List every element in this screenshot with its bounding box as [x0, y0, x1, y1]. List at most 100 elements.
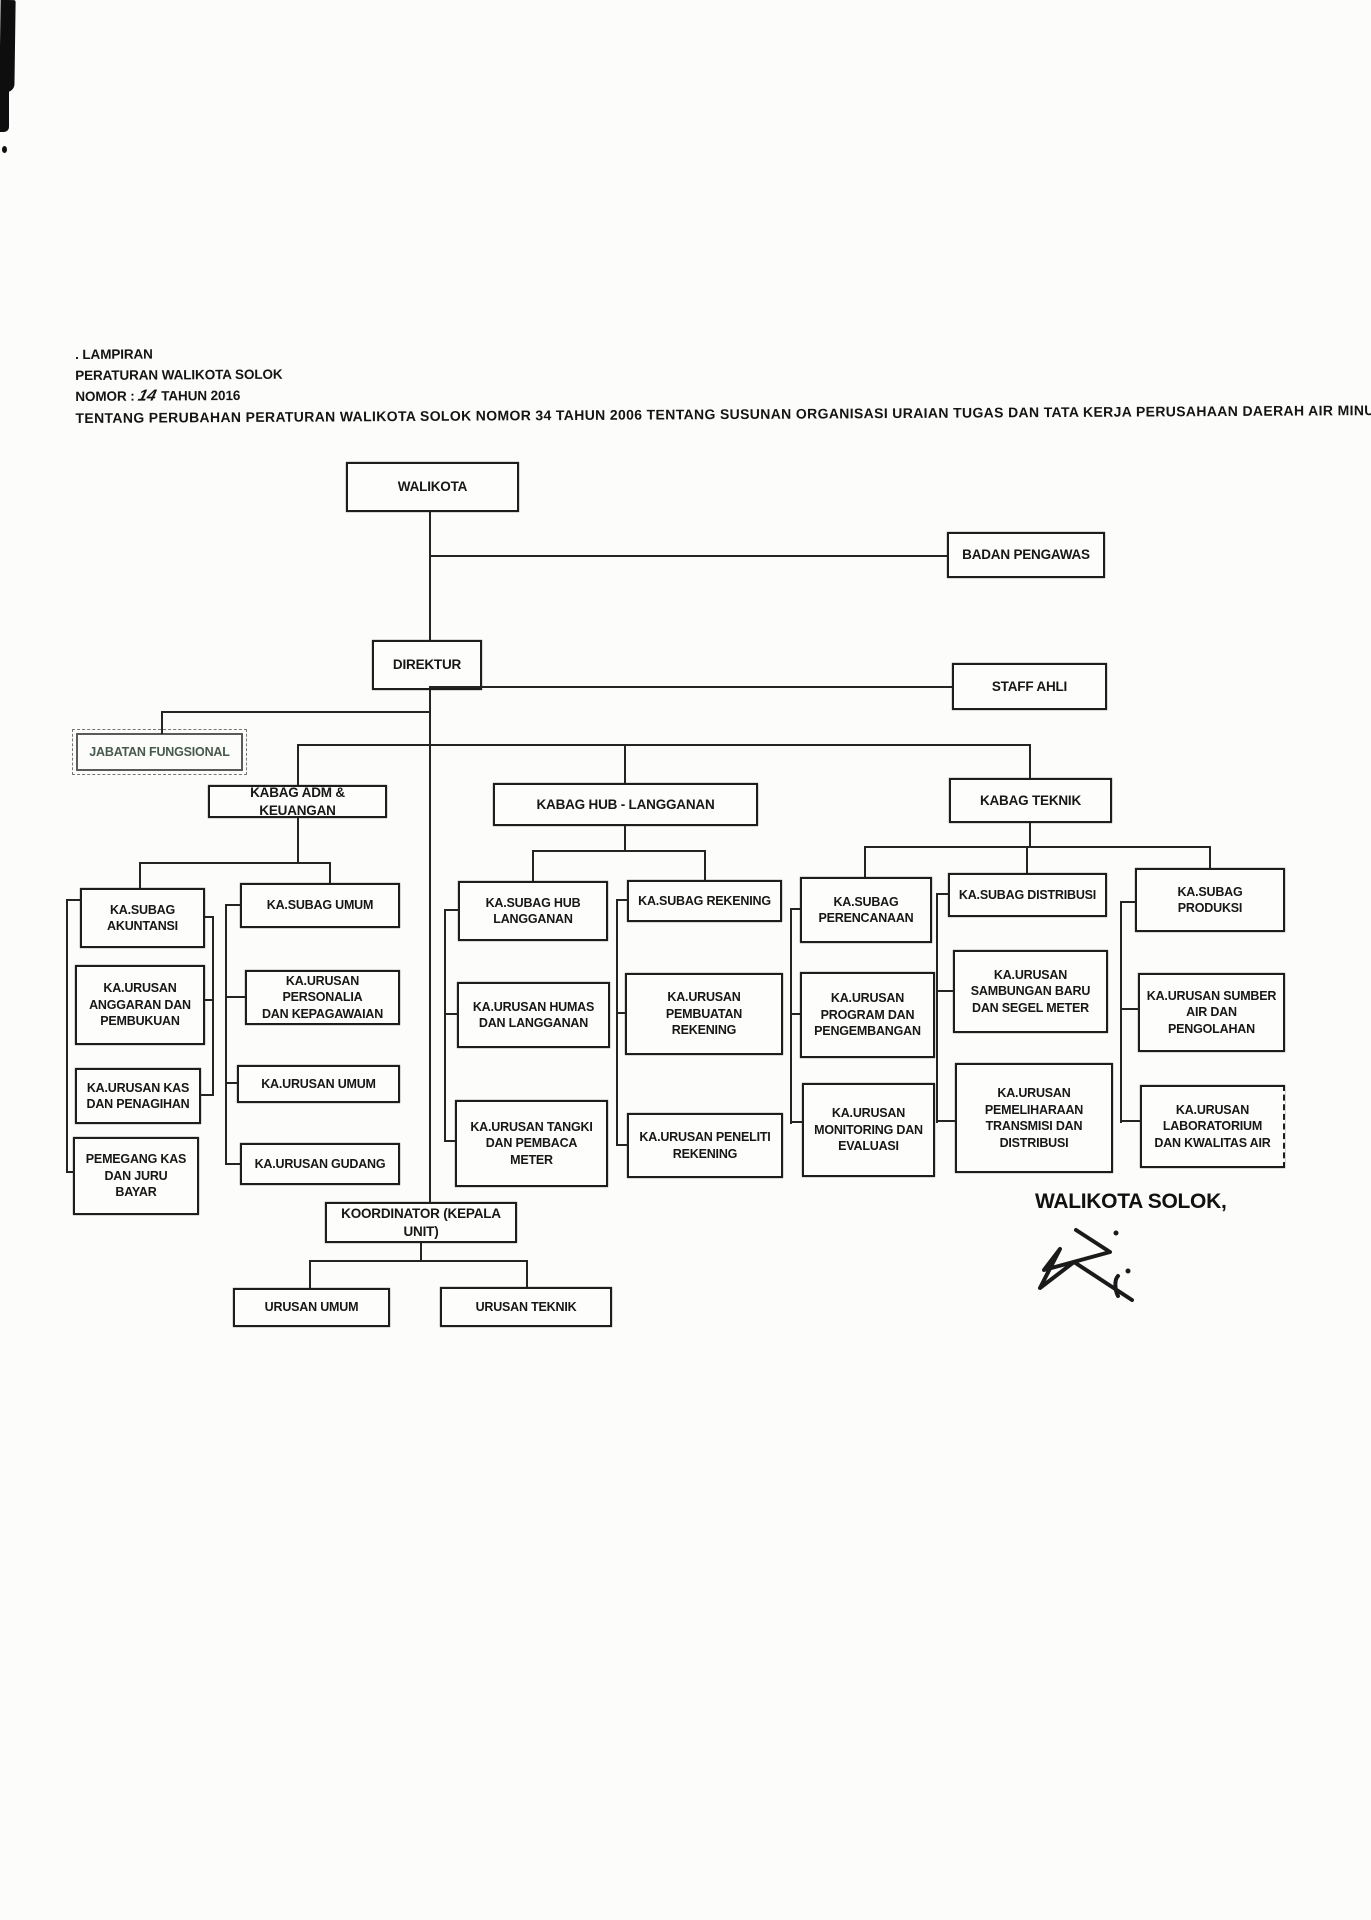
connector-line [1120, 901, 1122, 1123]
org-node-pemegang-kas-dan-juru-bayar: PEMEGANG KAS DAN JURU BAYAR [73, 1137, 199, 1215]
connector-line [526, 1260, 528, 1287]
connector-line [704, 850, 706, 880]
connector-line [329, 862, 331, 883]
connector-line [161, 711, 163, 734]
connector-line [226, 996, 246, 998]
connector-line [445, 1013, 458, 1015]
connector-line [297, 744, 1030, 746]
org-node-kaurusan-monitoring: KA.URUSAN MONITORING DAN EVALUASI [802, 1083, 935, 1177]
nomor-suffix: TAHUN 2016 [161, 387, 241, 404]
connector-line [1026, 846, 1028, 873]
connector-line [205, 999, 214, 1001]
org-node-staff-ahli: STAFF AHLI [952, 663, 1107, 710]
connector-line [864, 846, 1210, 848]
signature-scribble [1038, 1228, 1134, 1302]
org-node-kasubag-produksi: KA.SUBAG PRODUKSI [1135, 868, 1285, 932]
connector-line [444, 909, 446, 1142]
connector-line [532, 850, 705, 852]
connector-line [937, 1120, 956, 1122]
org-node-kaurusan-umum: KA.URUSAN UMUM [237, 1065, 400, 1103]
org-node-kaurusan-kas-dan-penagihan: KA.URUSAN KAS DAN PENAGIHAN [75, 1068, 201, 1124]
connector-line [1029, 744, 1031, 778]
org-node-kasubag-hub-langganan: KA.SUBAG HUB LANGGANAN [458, 881, 608, 941]
connector-line [864, 846, 866, 877]
connector-line [1209, 846, 1211, 868]
org-node-kaurusan-pembuatan-rekening: KA.URUSAN PEMBUATAN REKENING [625, 973, 783, 1055]
org-node-kaurusan-laboratorium: KA.URUSAN LABORATORIUM DAN KWALITAS AIR [1140, 1085, 1285, 1168]
scan-edge-artifact [0, 0, 16, 93]
org-node-kasubag-distribusi: KA.SUBAG DISTRIBUSI [948, 873, 1107, 917]
connector-line [1121, 901, 1136, 903]
connector-line [139, 862, 141, 888]
nomor-prefix: NOMOR : [75, 388, 135, 404]
connector-line [200, 1094, 214, 1096]
connector-line [139, 862, 331, 864]
org-node-kasubag-perencanaan: KA.SUBAG PERENCANAAN [800, 877, 932, 943]
connector-line [429, 686, 952, 688]
org-node-kaurusan-anggaran-dan-pembukuan: KA.URUSAN ANGGARAN DAN PEMBUKUAN [75, 965, 205, 1045]
connector-line [205, 916, 214, 918]
connector-line [297, 818, 299, 864]
org-node-kabag-hub-langganan: KABAG HUB - LANGGANAN [493, 783, 758, 826]
connector-line [791, 1121, 803, 1123]
document-header: . LAMPIRAN PERATURAN WALIKOTA SOLOK NOMO… [75, 336, 1371, 429]
org-node-kaurusan-humas: KA.URUSAN HUMAS DAN LANGGANAN [457, 982, 610, 1048]
connector-line [937, 990, 954, 992]
org-node-walikota: WALIKOTA [346, 462, 519, 512]
connector-line [226, 1082, 238, 1084]
connector-line [790, 908, 792, 1124]
connector-line [420, 1243, 422, 1262]
org-node-koordinator-kepala-unit: KOORDINATOR (KEPALA UNIT) [325, 1202, 517, 1243]
connector-line [161, 711, 430, 713]
org-node-kaurusan-program: KA.URUSAN PROGRAM DAN PENGEMBANGAN [800, 972, 935, 1058]
connector-line [212, 916, 214, 1096]
connector-line [791, 1013, 801, 1015]
org-node-kasubag-umum: KA.SUBAG UMUM [240, 883, 400, 928]
connector-line [429, 555, 947, 557]
handwritten-number: 14 [136, 387, 159, 405]
org-node-urusan-umum: URUSAN UMUM [233, 1288, 390, 1327]
connector-line [532, 850, 534, 881]
connector-line [1029, 823, 1031, 848]
connector-line [445, 909, 459, 911]
connector-line [429, 512, 431, 641]
org-node-jabatan-fungsional: JABATAN FUNGSIONAL [72, 729, 247, 775]
org-node-kabag-adm-keuangan: KABAG ADM & KEUANGAN [208, 785, 387, 818]
org-node-kaurusan-gudang: KA.URUSAN GUDANG [240, 1143, 400, 1185]
connector-line [937, 893, 949, 895]
org-node-kasubag-rekening: KA.SUBAG REKENING [627, 880, 782, 922]
signature-title: WALIKOTA SOLOK, [1035, 1190, 1227, 1213]
connector-line [445, 1140, 456, 1142]
connector-line [66, 899, 81, 901]
org-node-direktur: DIREKTUR [372, 640, 482, 690]
connector-line [297, 744, 299, 785]
org-node-urusan-teknik: URUSAN TEKNIK [440, 1287, 612, 1327]
connector-line [309, 1260, 527, 1262]
org-node-kaurusan-pemeliharaan: KA.URUSAN PEMELIHARAAN TRANSMISI DAN DIS… [955, 1063, 1113, 1173]
connector-line [617, 899, 628, 901]
connector-line [309, 1260, 311, 1288]
connector-line [1121, 1120, 1141, 1122]
connector-line [624, 826, 626, 852]
connector-line [66, 1171, 75, 1173]
connector-line [429, 690, 431, 1203]
org-node-kaurusan-tangki: KA.URUSAN TANGKI DAN PEMBACA METER [455, 1100, 608, 1187]
connector-line [225, 904, 227, 1165]
connector-line [616, 899, 618, 1146]
org-node-kabag-teknik: KABAG TEKNIK [949, 778, 1112, 823]
org-node-kaurusan-sumber-air: KA.URUSAN SUMBER AIR DAN PENGOLAHAN [1138, 973, 1285, 1052]
connector-line [624, 744, 626, 783]
org-node-kaurusan-sambungan: KA.URUSAN SAMBUNGAN BARU DAN SEGEL METER [953, 950, 1108, 1033]
org-node-kasubag-akuntansi: KA.SUBAG AKUNTANSI [80, 888, 205, 948]
connector-line [1121, 1008, 1139, 1010]
scan-edge-artifact [2, 146, 7, 153]
connector-line [66, 899, 68, 1173]
connector-line [226, 904, 241, 906]
connector-line [617, 1144, 628, 1146]
org-node-kaurusan-peneliti-rekening: KA.URUSAN PENELITI REKENING [627, 1113, 783, 1178]
scan-edge-artifact [0, 88, 9, 132]
connector-line [226, 1163, 241, 1165]
org-node-kaurusan-personalia: KA.URUSAN PERSONALIA DAN KEPAGAWAIAN [245, 970, 400, 1025]
connector-line [936, 893, 938, 1123]
